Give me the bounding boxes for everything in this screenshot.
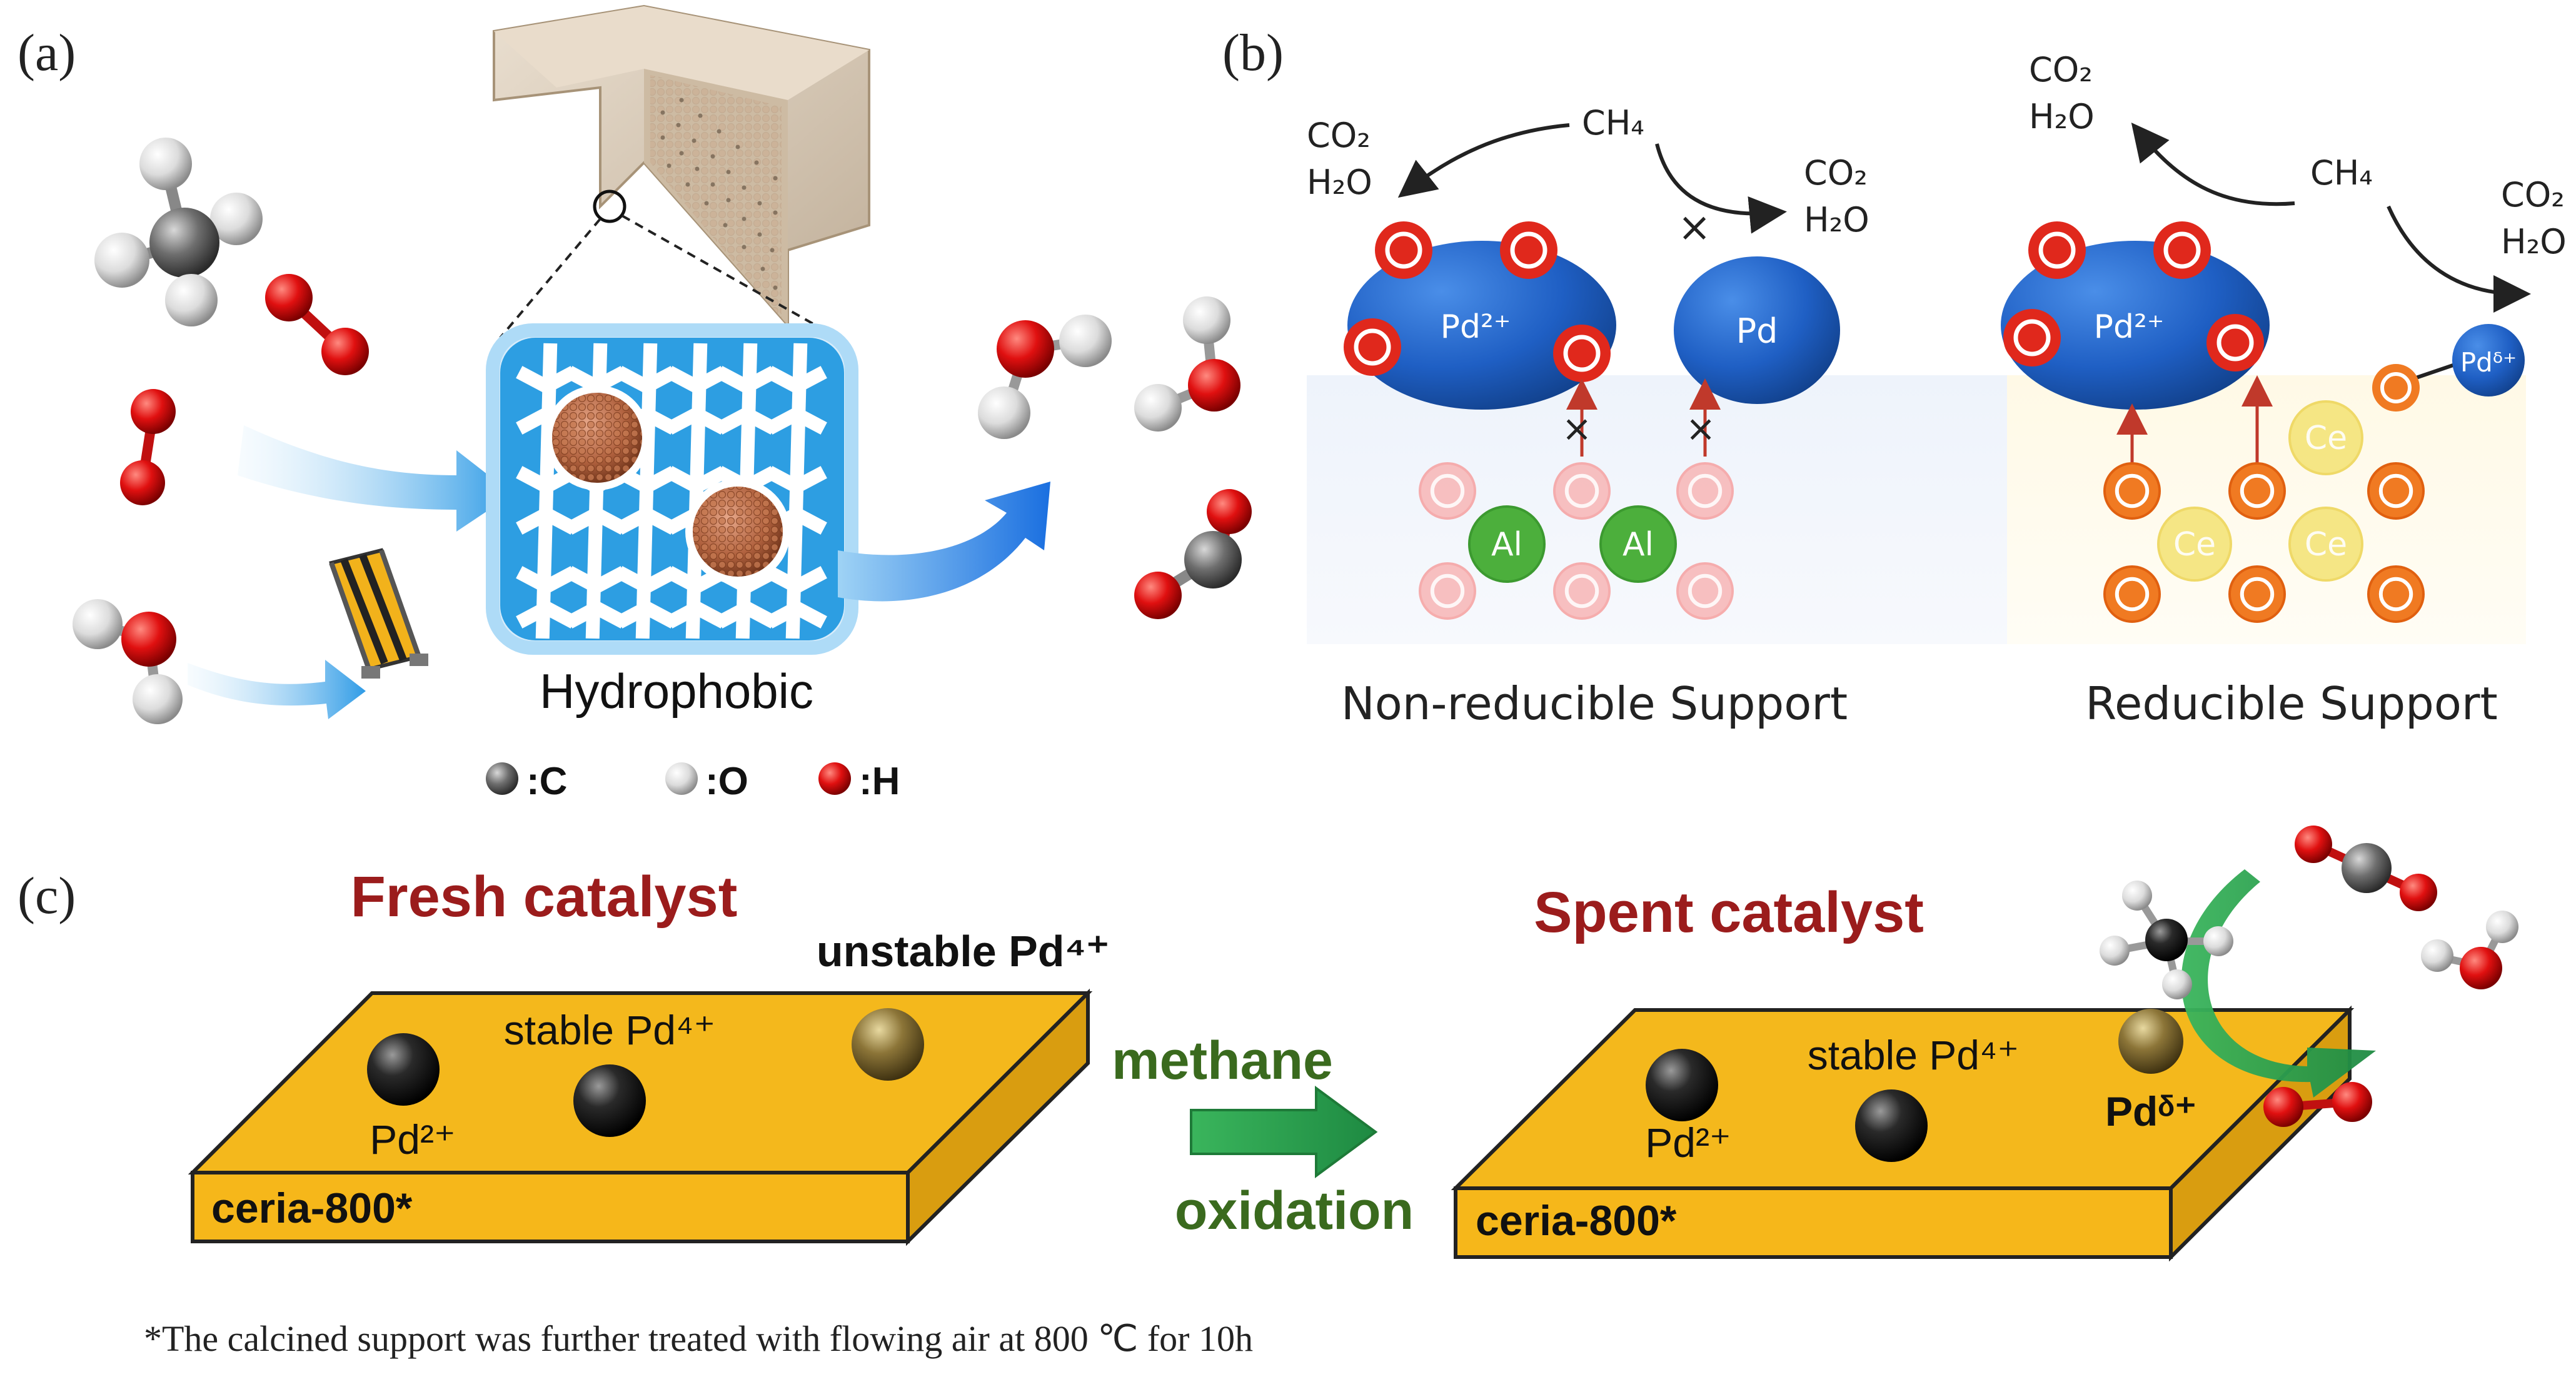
spent-pd-delta-particle [2118, 1009, 2183, 1074]
carbon-legend-icon [486, 762, 518, 795]
spent-support-label: ceria-800* [1476, 1197, 1677, 1245]
nr-blocked-mark-left: × [1562, 407, 1592, 450]
fresh-unstable-label: unstable Pd⁴⁺ [817, 927, 1109, 976]
r-right-arrow [2387, 205, 2531, 313]
spent-pd2-label: Pd²⁺ [1645, 1119, 1731, 1166]
fresh-title: Fresh catalyst [351, 865, 738, 929]
non-reducible-caption: Non-reducible Support [1341, 677, 1848, 730]
spent-pd-delta-label: Pdᵟ⁺ [2105, 1088, 2196, 1134]
r-h2o-left: H₂O [2029, 97, 2095, 136]
r-oxide-oxygens [2003, 221, 2264, 371]
hydrophobic-label: Hydrophobic [540, 664, 813, 719]
oxygen-molecule-2 [120, 389, 176, 505]
r-ch4: CH₄ [2310, 153, 2373, 193]
oxygen-legend-label: :O [705, 760, 748, 803]
nr-blocked-mark-right: × [1686, 407, 1716, 450]
atom-legend: :C :O :H [486, 760, 900, 803]
fresh-stable-label: stable Pd⁴⁺ [504, 1007, 715, 1053]
methane-molecule [94, 138, 263, 326]
reducible-caption: Reducible Support [2085, 677, 2498, 730]
panel-b-label: (b) [1222, 24, 1284, 82]
spent-methane-molecule [2100, 881, 2233, 999]
panel-b: (b) CO₂ H₂O CH₄ CO₂ H₂O × Pd²⁺ Pd [1222, 24, 2567, 730]
green-curved-arrow-icon [2181, 869, 2376, 1098]
r-co2-left: CO₂ [2029, 50, 2093, 89]
nr-pd-oxide [1347, 241, 1616, 410]
panel-c: (c) Fresh catalyst ceria-800* Pd²⁺ stabl… [18, 826, 2518, 1359]
monolith-icon [493, 4, 870, 339]
nr-active-arrow [1397, 123, 1570, 198]
svg-text:Ce: Ce [2305, 420, 2347, 457]
r-pd-oxide [2001, 241, 2270, 410]
fresh-support-label: ceria-800* [211, 1184, 413, 1232]
nr-blocked-mark-top: × [1678, 205, 1711, 251]
fresh-unstable-pd4-particle [852, 1008, 924, 1081]
spent-stable-pd4-particle [1855, 1089, 1928, 1162]
reaction-arrow: methane oxidation [1112, 1031, 1414, 1241]
svg-text:Al: Al [1623, 526, 1654, 563]
nr-support-lattice: Al Al [1419, 462, 1734, 620]
spent-water-molecule [2421, 911, 2518, 989]
fresh-pd2-label: Pd²⁺ [370, 1116, 456, 1163]
water-molecule-product-2 [1134, 296, 1240, 432]
nr-pd-metal-label: Pd [1736, 311, 1778, 351]
r-left-arrow [2131, 122, 2295, 206]
r-pd-oxide-label: Pd²⁺ [2094, 308, 2165, 346]
spent-title: Spent catalyst [1534, 881, 1924, 944]
svg-text:Ce: Ce [2305, 526, 2347, 563]
gas-inflow-arrow [238, 425, 513, 532]
oxygen-legend-icon [665, 762, 698, 795]
hydrogen-legend-label: :H [859, 760, 900, 803]
water-molecule-input [73, 599, 183, 724]
spent-stable-label: stable Pd⁴⁺ [1808, 1032, 2019, 1078]
footnote: *The calcined support was further treate… [144, 1318, 1253, 1359]
spent-catalyst: Spent catalyst ceria-800* Pd²⁺ stable Pd… [1451, 826, 2518, 1262]
carbon-legend-label: :C [526, 760, 567, 803]
nr-blocked-arrow [1655, 143, 1787, 234]
r-pd-delta-label: Pdᵟ⁺ [2460, 347, 2517, 378]
nr-co2-right: CO₂ [1804, 153, 1868, 193]
oxygen-molecule-1 [265, 274, 369, 375]
nr-pd-oxide-label: Pd²⁺ [1441, 308, 1511, 346]
nr-co2-left: CO₂ [1307, 116, 1371, 155]
fresh-stable-pd4-particle [573, 1064, 646, 1137]
green-arrow-icon [1190, 1086, 1378, 1178]
nr-ch4: CH₄ [1582, 103, 1644, 143]
non-reducible-scheme: CO₂ H₂O CH₄ CO₂ H₂O × Pd²⁺ Pd × [1307, 103, 2138, 730]
nr-h2o-right: H₂O [1804, 200, 1869, 240]
arrow-bottom-label: oxidation [1175, 1181, 1414, 1241]
panel-c-label: (c) [18, 867, 76, 925]
panel-a-label: (a) [18, 24, 76, 82]
co2-molecule-product [1134, 489, 1252, 619]
spent-co2-molecule [2295, 826, 2437, 911]
svg-text:Al: Al [1491, 526, 1522, 563]
product-outflow-arrow [838, 482, 1050, 602]
fresh-catalyst: Fresh catalyst ceria-800* Pd²⁺ stable Pd… [188, 865, 1109, 1246]
nr-h2o-left: H₂O [1307, 163, 1372, 202]
water-molecule-product-1 [978, 315, 1112, 439]
svg-text:Ce: Ce [2173, 526, 2216, 563]
spent-oxygen-molecule [2263, 1082, 2372, 1127]
hydrophobic-membrane [486, 323, 858, 655]
water-inflow-arrow [188, 660, 366, 719]
r-co2-right: CO₂ [2501, 175, 2565, 215]
fresh-pd2-particle [367, 1033, 440, 1106]
r-pd-delta [2452, 324, 2525, 397]
nr-oxide-oxygens [1344, 221, 1611, 382]
panel-a: (a) [18, 4, 1252, 803]
arrow-top-label: methane [1112, 1031, 1333, 1091]
r-h2o-right: H₂O [2501, 222, 2567, 261]
fresh-slab-side [906, 988, 1090, 1246]
barrier-icon [329, 548, 428, 679]
hydrogen-legend-icon [818, 762, 851, 795]
spent-pd2-particle [1646, 1049, 1718, 1121]
nr-pd-metal [1674, 256, 1840, 404]
